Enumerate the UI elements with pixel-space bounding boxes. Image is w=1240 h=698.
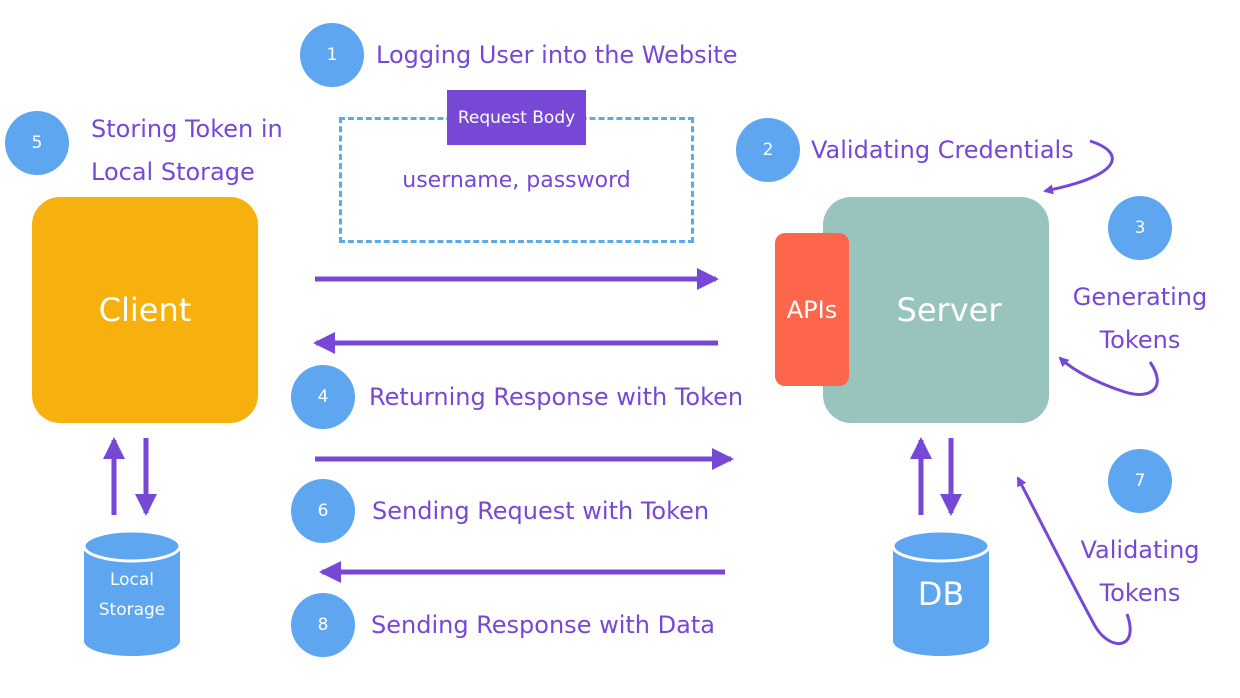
curved-arrow-validating-credentials <box>1043 139 1114 195</box>
step-1-label: Logging User into the Website <box>376 41 738 69</box>
step-7-badge: 7 <box>1108 449 1172 513</box>
local-storage-label: Local Storage <box>84 565 180 625</box>
server-label: Server <box>896 291 1002 329</box>
step-7-label-line2: Tokens <box>1099 579 1181 607</box>
step-8-badge: 8 <box>291 593 355 657</box>
step-3-label-line1: Generating <box>1072 283 1208 311</box>
step-7-label-line1: Validating <box>1080 536 1200 564</box>
step-3-badge: 3 <box>1108 196 1172 260</box>
step-5-badge: 5 <box>5 111 69 175</box>
db-cylinder <box>891 529 991 656</box>
step-2-badge: 2 <box>736 118 800 182</box>
step-5-label: Storing Token in Local Storage <box>91 108 283 194</box>
step-4-label: Returning Response with Token <box>369 383 744 411</box>
apis-node: APIs <box>775 233 849 386</box>
step-2-label: Validating Credentials <box>811 136 1074 164</box>
step-1-badge: 1 <box>300 23 364 87</box>
server-node: Server <box>823 197 1049 423</box>
curved-arrow-generating-tokens <box>1058 356 1159 396</box>
step-6-badge: 6 <box>291 479 355 543</box>
curved-arrow-validating-tokens <box>1016 476 1132 645</box>
db-label: DB <box>917 575 965 613</box>
local-storage-label-line2: Storage <box>98 600 166 620</box>
step-4-badge: 4 <box>291 365 355 429</box>
step-7-label: Validating Tokens <box>1062 529 1218 615</box>
step-3-label: Generating Tokens <box>1062 276 1218 362</box>
client-node: Client <box>32 197 258 423</box>
local-storage-label-line1: Local <box>109 570 155 590</box>
request-body-label: Request Body <box>447 90 586 145</box>
step-5-label-line2: Local Storage <box>91 158 255 186</box>
step-6-label: Sending Request with Token <box>372 497 710 525</box>
step-8-label: Sending Response with Data <box>371 611 715 639</box>
step-5-label-line1: Storing Token in <box>91 115 283 143</box>
step-3-label-line2: Tokens <box>1099 326 1181 354</box>
request-body-fields: username, password <box>402 168 631 193</box>
local-storage-cylinder <box>82 529 182 656</box>
